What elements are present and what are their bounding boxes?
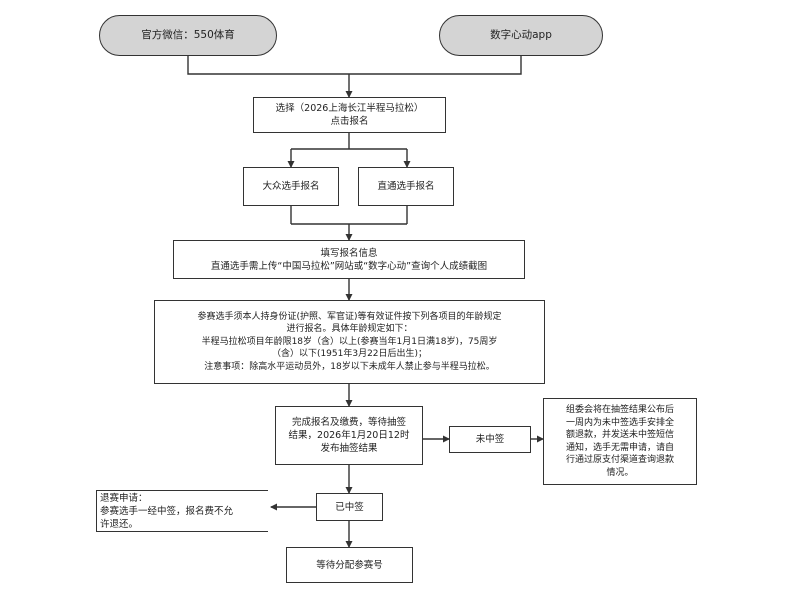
refund-note-line2: 一周内为未中签选手安排全 xyxy=(565,417,674,428)
refund-application-title: 退赛申请： xyxy=(100,493,148,504)
refund-note-line1: 组委会将在抽签结果公布后 xyxy=(565,405,674,415)
refund-note-node: 组委会将在抽签结果公布后 一周内为未中签选手安排全 额退款，并发送未中签短信 通… xyxy=(543,398,697,485)
arrow-app-to-select xyxy=(349,56,522,75)
not-selected-node: 未中签 xyxy=(449,426,531,453)
source-app-node: 数字心动app xyxy=(439,15,603,56)
direct-entry-label: 直通选手报名 xyxy=(377,181,435,192)
requirements-line1: 参赛选手须本人持身份证(护照、军官证)等有效证件按下列各项目的年龄规定 xyxy=(197,311,502,322)
await-bib-number-label: 等待分配参赛号 xyxy=(316,559,383,571)
source-app-label: 数字心动app xyxy=(490,29,552,41)
refund-application-line1: 参赛选手一经中签，报名费不允 xyxy=(100,506,234,517)
requirements-node: 参赛选手须本人持身份证(护照、军官证)等有效证件按下列各项目的年龄规定 进行报名… xyxy=(154,300,545,384)
payment-line2: 结果，2026年1月20日12时 xyxy=(288,430,410,441)
refund-note-line4: 通知，选手无需申请，请自 xyxy=(565,442,674,453)
fill-info-node: 填写报名信息 直通选手需上传“中国马拉松”网站或“数字心动”查询个人成绩截图 xyxy=(173,240,525,279)
not-selected-label: 未中签 xyxy=(475,434,505,445)
selected-node: 已中签 xyxy=(316,493,383,521)
direct-entry-node: 直通选手报名 xyxy=(358,167,454,206)
refund-note-line3: 额退款，并发送未中签短信 xyxy=(565,430,674,440)
fill-info-line2: 直通选手需上传“中国马拉松”网站或“数字心动”查询个人成绩截图 xyxy=(210,260,488,272)
requirements-line5: 注意事项：除高水平运动员外，18岁以下未成年人禁止参与半程马拉松。 xyxy=(204,361,495,372)
select-race-line2: 点击报名 xyxy=(330,116,369,127)
requirements-line4: （含）以下(1951年3月22日后出生)； xyxy=(271,349,428,360)
select-race-node: 选择（2026上海长江半程马拉松） 点击报名 xyxy=(253,97,446,133)
refund-application-note: 退赛申请： 参赛选手一经中签，报名费不允 许退还。 xyxy=(96,490,268,532)
payment-line1: 完成报名及缴费，等待抽签 xyxy=(291,417,406,428)
public-entry-node: 大众选手报名 xyxy=(243,167,339,206)
public-entry-label: 大众选手报名 xyxy=(262,181,320,192)
payment-line3: 发布抽签结果 xyxy=(320,443,378,454)
await-bib-number-node: 等待分配参赛号 xyxy=(286,547,413,583)
requirements-line2: 进行报名。具体年龄规定如下： xyxy=(286,324,413,335)
refund-note-line5: 行通过原支付渠道查询退款 xyxy=(565,455,674,465)
refund-application-line2: 许退还。 xyxy=(100,519,139,530)
selected-label: 已中签 xyxy=(335,501,364,513)
requirements-line3: 半程马拉松项目年龄限18岁（含）以上(参赛当年1月1日满18岁)，75周岁 xyxy=(201,336,498,347)
fill-info-line1: 填写报名信息 xyxy=(320,247,378,259)
select-race-line1: 选择（2026上海长江半程马拉松） xyxy=(275,103,424,114)
arrow-wechat-to-select xyxy=(187,56,349,75)
payment-lottery-node: 完成报名及缴费，等待抽签 结果，2026年1月20日12时 发布抽签结果 xyxy=(275,406,423,465)
source-wechat-node: 官方微信：550体育 xyxy=(99,15,277,56)
refund-note-line6: 情况。 xyxy=(606,467,634,478)
source-wechat-label: 官方微信：550体育 xyxy=(141,29,235,41)
